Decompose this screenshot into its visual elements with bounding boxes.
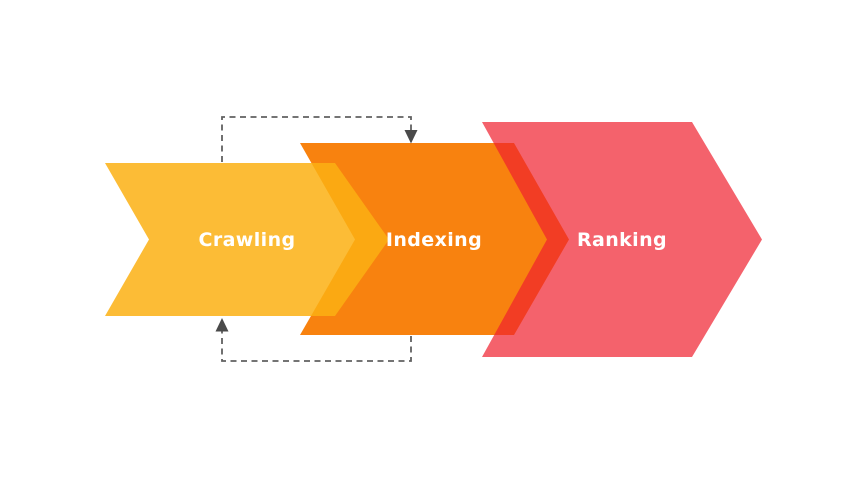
- feedback-line-top: [221, 116, 412, 162]
- stage-label-ranking: Ranking: [577, 229, 667, 251]
- stage-label-crawling: Crawling: [198, 229, 295, 251]
- arrow-down-icon: [404, 130, 418, 144]
- stage-arrow-indexing: [300, 143, 569, 335]
- feedback-line-bottom: [221, 331, 412, 362]
- stage-arrow-crawling: [105, 163, 389, 316]
- arrow-up-icon: [215, 318, 229, 332]
- stage-label-indexing: Indexing: [386, 229, 482, 251]
- stage-arrow-ranking: [482, 122, 762, 357]
